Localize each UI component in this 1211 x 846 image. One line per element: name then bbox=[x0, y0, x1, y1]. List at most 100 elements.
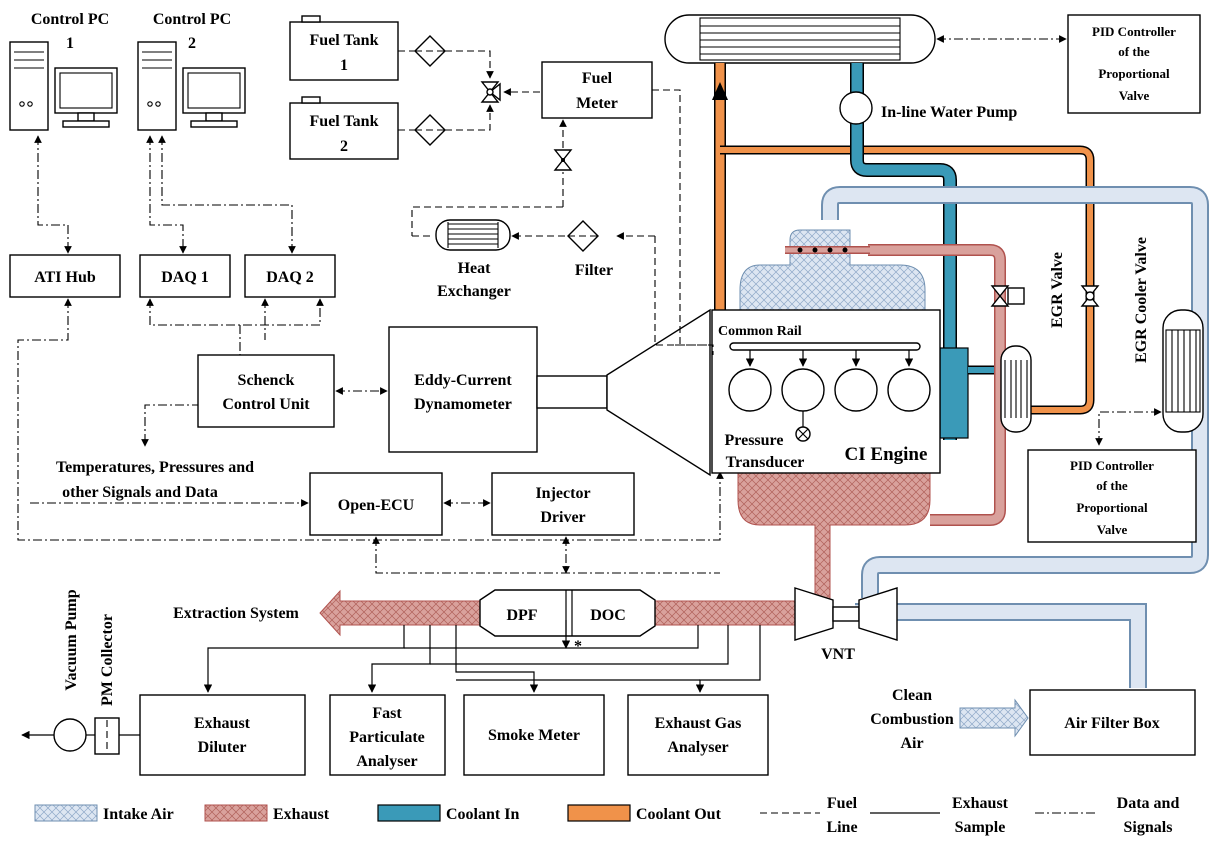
intake-manifold bbox=[739, 229, 926, 311]
engine-cylinders bbox=[728, 350, 931, 442]
legend-exhaust-label: Exhaust bbox=[273, 806, 330, 823]
fuel-filter-2-icon bbox=[567, 220, 599, 252]
pid-top-box bbox=[1067, 14, 1201, 114]
air-filter-box bbox=[1029, 689, 1196, 756]
doc-label: DOC bbox=[590, 607, 626, 624]
schenck-box bbox=[197, 354, 335, 428]
exhaust-diluter-label-2: Diluter bbox=[198, 739, 247, 756]
open-ecu-box bbox=[309, 472, 443, 536]
control-pc-2-icon bbox=[137, 41, 246, 131]
coolant-in-pipe bbox=[850, 63, 1000, 440]
filter-label: Filter bbox=[575, 262, 613, 279]
fpa-label-2: Particulate bbox=[349, 729, 425, 746]
vacuum-pump-label: Vacuum Pump bbox=[63, 589, 80, 690]
daq1-label: DAQ 1 bbox=[161, 269, 209, 286]
fuel-line-to-engine bbox=[652, 89, 681, 345]
asterisk-label: * bbox=[574, 638, 582, 655]
pc1-label: Control PC bbox=[31, 11, 109, 28]
pressure-label-1: Pressure bbox=[725, 432, 784, 449]
clean-air-label-3: Air bbox=[900, 735, 923, 752]
legend-coolant-out-swatch bbox=[567, 804, 631, 822]
fuel-tank-2-box bbox=[289, 102, 399, 160]
pid-mid-label-4: Valve bbox=[1097, 522, 1128, 537]
fuel-tank-1-label: Fuel Tank bbox=[310, 32, 379, 49]
legend-coolant-in-label: Coolant In bbox=[446, 806, 519, 823]
schenck-label-2: Control Unit bbox=[222, 396, 310, 413]
heat-exchanger-label-2: Exchanger bbox=[437, 283, 511, 300]
injector-label-1: Injector bbox=[535, 485, 590, 502]
legend-coolant-in-swatch bbox=[377, 804, 441, 822]
dyno-label-2: Dynamometer bbox=[414, 396, 512, 413]
exhaust-manifold bbox=[737, 244, 1006, 601]
clean-air-label-1: Clean bbox=[892, 687, 932, 704]
ci-engine-label: CI Engine bbox=[845, 444, 928, 465]
daq2-box bbox=[244, 254, 336, 298]
fast-particulate-box bbox=[329, 694, 446, 776]
pid-top-label-1: PID Controller bbox=[1092, 24, 1176, 39]
exhaust-diluter-box bbox=[139, 694, 306, 776]
egr-cooler-valve-label: EGR Cooler Valve bbox=[1133, 237, 1150, 363]
injector-driver-box bbox=[491, 472, 635, 536]
egr-valve-icon bbox=[990, 285, 1025, 307]
dyno-label-1: Eddy-Current bbox=[414, 372, 512, 389]
pm-collector-label: PM Collector bbox=[99, 614, 116, 706]
fpa-label-1: Fast bbox=[372, 705, 402, 722]
ati-hub-box bbox=[9, 254, 121, 298]
smoke-meter-label: Smoke Meter bbox=[488, 727, 580, 744]
pid-mid-label-3: Proportional bbox=[1076, 500, 1148, 515]
pc1-number: 1 bbox=[66, 35, 74, 52]
water-pump-label: In-line Water Pump bbox=[881, 104, 1017, 121]
vnt-turbo-icon bbox=[794, 587, 898, 641]
pid-top-label-4: Valve bbox=[1119, 88, 1150, 103]
intake-cooler-icon bbox=[1162, 309, 1204, 433]
signals-label-1: Temperatures, Pressures and bbox=[56, 459, 254, 476]
legend-coolant-out-label: Coolant Out bbox=[636, 806, 722, 823]
legend-fuel-label-2: Line bbox=[826, 819, 857, 836]
extraction-system-label: Extraction System bbox=[173, 605, 299, 622]
egr-cooler-valve-icon bbox=[1080, 285, 1100, 307]
three-way-valve-icon bbox=[480, 81, 501, 103]
control-pc-1-icon bbox=[9, 41, 118, 131]
egr-cooler-icon bbox=[1000, 345, 1032, 433]
fpa-label-3: Analyser bbox=[356, 753, 417, 770]
signals-label-2: other Signals and Data bbox=[62, 484, 218, 501]
injector-label-2: Driver bbox=[540, 509, 585, 526]
vnt-label: VNT bbox=[821, 646, 855, 663]
pid-mid-label-1: PID Controller bbox=[1070, 458, 1154, 473]
common-rail bbox=[729, 342, 921, 351]
legend-data-label-1: Data and bbox=[1117, 795, 1180, 812]
pressure-label-2: Transducer bbox=[726, 454, 805, 471]
heat-exchanger-icon bbox=[435, 219, 511, 251]
heat-exchanger-label-1: Heat bbox=[458, 260, 492, 277]
open-ecu-label: Open-ECU bbox=[338, 497, 415, 514]
smoke-meter-box bbox=[463, 694, 605, 776]
exhaust-pipe bbox=[319, 589, 796, 637]
common-rail-label: Common Rail bbox=[718, 324, 802, 339]
ega-label-2: Analyser bbox=[667, 739, 728, 756]
check-valve-icon bbox=[553, 149, 573, 171]
legend-fuel-label-1: Fuel bbox=[827, 795, 858, 812]
data-signal-links-top bbox=[17, 135, 724, 541]
coolant-cooler-icon bbox=[664, 14, 936, 64]
coolant-out-pipe bbox=[712, 63, 1095, 415]
pc2-number: 2 bbox=[188, 35, 196, 52]
fuel-meter-label-2: Meter bbox=[576, 95, 618, 112]
vacuum-pump-icon bbox=[21, 718, 95, 752]
daq2-label: DAQ 2 bbox=[266, 269, 314, 286]
clean-air-label-2: Combustion bbox=[870, 711, 954, 728]
fuel-tank-2-label: Fuel Tank bbox=[310, 113, 379, 130]
pm-collector-icon bbox=[94, 717, 140, 755]
fuel-meter-label-1: Fuel bbox=[582, 70, 613, 87]
exhaust-sample-lines bbox=[203, 625, 761, 693]
legend-data-label-2: Signals bbox=[1124, 819, 1173, 836]
pid-mid-label-2: of the bbox=[1096, 478, 1128, 493]
legend-intake-label: Intake Air bbox=[103, 806, 174, 823]
fuel-meter-box bbox=[541, 61, 653, 119]
dyno-shaft bbox=[536, 375, 608, 409]
fuel-tank-2-number: 2 bbox=[340, 138, 348, 155]
fuel-filter-icons bbox=[398, 35, 494, 146]
aftertreatment-housing bbox=[479, 589, 656, 637]
air-filter-label: Air Filter Box bbox=[1064, 715, 1159, 732]
legend-exhaust-swatch bbox=[204, 804, 268, 822]
pid-mid-box bbox=[1027, 449, 1197, 543]
